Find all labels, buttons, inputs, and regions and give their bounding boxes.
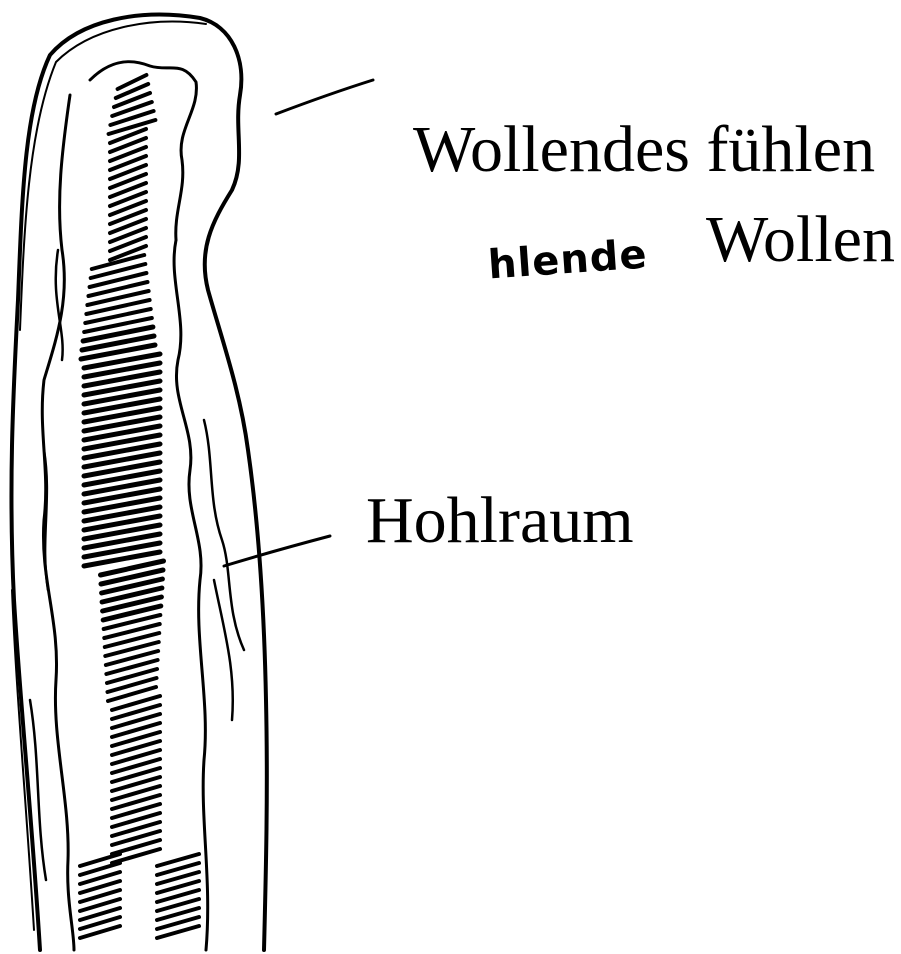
label-hohlraum: Hohlraum: [366, 488, 634, 554]
inner-contour-right-2: [204, 420, 244, 720]
label-wollen: Wollen: [706, 207, 895, 273]
hatched-core: [80, 75, 199, 938]
leader-line-top: [276, 80, 373, 114]
label-handwritten-hlende: hlende: [487, 234, 649, 285]
inner-contour-left-2: [30, 250, 63, 880]
inner-contour-top: [90, 62, 196, 240]
leader-line-hohlraum: [224, 536, 330, 566]
label-wollendes-fuehlen: Wollendes fühlen: [413, 117, 875, 183]
inner-contour-right: [174, 240, 208, 950]
outer-outline-echo: [12, 22, 206, 930]
